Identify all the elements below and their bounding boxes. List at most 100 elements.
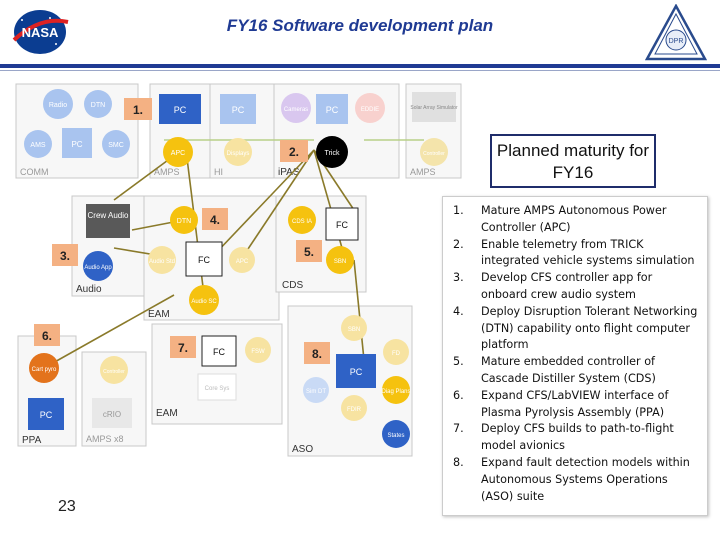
audio-std-label: Audio Std bbox=[149, 259, 175, 265]
page-number: 23 bbox=[58, 498, 76, 515]
marker-3 bbox=[52, 244, 78, 266]
comm-nodes: Radio DTN AMS PC SMC bbox=[24, 89, 130, 158]
fsw-eam2-label: FSW bbox=[251, 349, 265, 355]
plan-item: 4. Deploy Disruption Tolerant Networking … bbox=[443, 304, 699, 354]
plan-item-number: 4. bbox=[453, 304, 464, 318]
pc-ipas-node bbox=[316, 94, 348, 124]
sbn-node bbox=[326, 246, 354, 274]
fc-cds-node bbox=[325, 207, 359, 241]
pc-ipas-label: PC bbox=[326, 105, 339, 115]
smc-label: SMC bbox=[108, 142, 124, 149]
group-label-eam2: EAM bbox=[156, 408, 178, 419]
cameras-node bbox=[281, 93, 311, 123]
header-rule-thin bbox=[0, 70, 720, 71]
marker-8 bbox=[304, 342, 330, 364]
crew-audio-label: Crew Audio bbox=[88, 211, 129, 220]
plan-item: 8.Expand fault detection models within A… bbox=[443, 455, 699, 505]
cds-ia-label: CDS IA bbox=[292, 219, 312, 225]
states-label: States bbox=[387, 433, 404, 439]
pc-comm-label: PC bbox=[71, 140, 82, 149]
states-node bbox=[382, 420, 410, 448]
group-label-audio: Audio bbox=[76, 284, 102, 295]
pc-hi-node bbox=[220, 94, 256, 124]
fd-node bbox=[383, 339, 409, 365]
pc-comm-node bbox=[62, 128, 92, 158]
plan-item: 1.Mature AMPS Autonomous Power Controlle… bbox=[443, 203, 699, 237]
radio-label: Radio bbox=[49, 102, 67, 109]
plan-item-number: 6. bbox=[453, 388, 464, 402]
fc-cds-label: FC bbox=[336, 220, 348, 230]
audio-app-node bbox=[83, 251, 113, 281]
nasa-logo: NASA bbox=[12, 10, 69, 54]
marker-2-label: 2. bbox=[289, 145, 299, 159]
controller-right-node bbox=[420, 138, 448, 166]
plan-item-number: 2. bbox=[453, 237, 464, 251]
cds-ia-node bbox=[288, 206, 316, 234]
marker-7-label: 7. bbox=[178, 341, 188, 355]
plan-item-number: 1. bbox=[453, 204, 464, 217]
displays-label: Displays bbox=[227, 151, 250, 157]
pc-ppa-node bbox=[28, 398, 64, 430]
pc-amps-label: PC bbox=[174, 105, 187, 115]
eddie-node bbox=[355, 93, 385, 123]
solar-array-label: Solar Array Simulator bbox=[410, 105, 458, 111]
marker-5-label: 5. bbox=[304, 245, 314, 259]
diag-plans-label: Diag Plans bbox=[381, 389, 410, 395]
plan-list: 1.Mature AMPS Autonomous Power Controlle… bbox=[443, 197, 707, 505]
fc-eam2-label: FC bbox=[213, 347, 225, 357]
nasa-logo-text: NASA bbox=[22, 25, 59, 40]
group-label-amps-top: AMPS bbox=[154, 167, 180, 177]
maturity-heading-box: Planned maturity for FY16 bbox=[490, 134, 656, 188]
trick-node bbox=[316, 136, 348, 168]
apc-eam-label: APC bbox=[236, 259, 249, 265]
cart-pyro-node bbox=[29, 353, 59, 383]
plan-item-text: Enable telemetry from TRICK integrated v… bbox=[481, 237, 695, 268]
fc-eam-node bbox=[185, 241, 223, 277]
pc-aso-label: PC bbox=[350, 367, 363, 377]
marker-6-label: 6. bbox=[42, 329, 52, 343]
crio-label: cRIO bbox=[103, 410, 121, 419]
sbn-label: SBN bbox=[334, 259, 346, 265]
pc-ppa-label: PC bbox=[40, 410, 53, 420]
group-label-amps-right: AMPS bbox=[410, 167, 436, 177]
plan-item-number: 3. bbox=[453, 271, 464, 285]
group-label-amps-x8: AMPS x8 bbox=[86, 434, 124, 444]
group-label-eam: EAM bbox=[148, 309, 170, 320]
marker-1 bbox=[124, 98, 152, 120]
plan-item: 7.Deploy CFS builds to path-to-flight mo… bbox=[443, 421, 699, 455]
group-label-hi: HI bbox=[214, 167, 223, 177]
apc-node bbox=[163, 137, 193, 167]
group-label-comm: COMM bbox=[20, 167, 49, 177]
crio-node bbox=[92, 398, 132, 428]
marker-1-label: 1. bbox=[133, 103, 143, 117]
ams-label: AMS bbox=[30, 142, 46, 149]
audio-std-node bbox=[148, 246, 176, 274]
sbn-aso-node bbox=[341, 315, 367, 341]
marker-4 bbox=[202, 208, 228, 230]
plan-item-number: 7. bbox=[453, 422, 464, 436]
sim-dt-label: Sim DT bbox=[306, 389, 326, 395]
architecture-diagram: COMM AMPS HI iPAS AMPS Audio EAM CDS PPA… bbox=[15, 83, 462, 457]
radio-node bbox=[43, 89, 73, 119]
trick-label: Trick bbox=[325, 150, 340, 157]
sim-dt-node bbox=[303, 377, 329, 403]
audio-sc-node bbox=[189, 285, 219, 315]
fdir-label: FDIR bbox=[347, 407, 362, 413]
dtn-comm-node bbox=[84, 90, 112, 118]
group-label-cds: CDS bbox=[282, 280, 303, 291]
plan-item-text: Expand fault detection models within Aut… bbox=[481, 455, 690, 503]
apc-label: APC bbox=[171, 150, 185, 157]
plan-item: 2. Enable telemetry from TRICK integrated… bbox=[443, 237, 699, 271]
plan-item: 5.Mature embedded controller of Cascade … bbox=[443, 354, 699, 388]
eddie-label: EDDIE bbox=[361, 107, 379, 113]
seal-text: DPR bbox=[669, 38, 684, 45]
core-sys-node bbox=[197, 373, 237, 401]
smc-node bbox=[102, 130, 130, 158]
audio-sc-label: Audio SC bbox=[191, 299, 217, 305]
group-label-aso: ASO bbox=[292, 444, 313, 455]
group-label-ipas: iPAS bbox=[278, 167, 300, 178]
dtn-eam-node bbox=[170, 206, 198, 234]
plan-item-text: Expand CFS/LabVIEW interface of Plasma P… bbox=[481, 388, 669, 419]
controller-right-label: Controller bbox=[423, 151, 445, 157]
plan-item-text: Deploy Disruption Tolerant Networking (D… bbox=[481, 304, 698, 352]
